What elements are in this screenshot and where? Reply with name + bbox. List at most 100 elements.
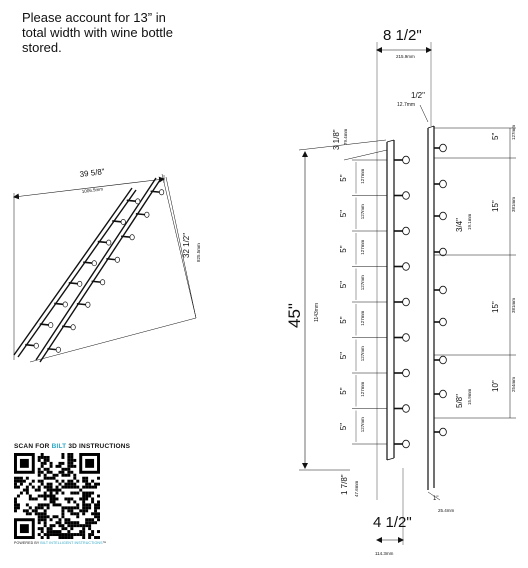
qr-module [67,536,71,539]
qr-module [28,506,32,510]
qr-module [58,530,62,534]
qr-module [49,464,53,468]
qr-module [55,530,59,534]
top-width-mm-label: 215.9mm [396,54,415,59]
qr-module [43,455,47,459]
qr-module [31,509,35,513]
peg-spacing-label: 5" [339,423,348,430]
qr-module [37,515,41,519]
qr-module [70,464,74,468]
qr-module [76,479,80,483]
peg-spacing-label: 5" [339,245,348,252]
qr-module [61,479,65,483]
qr-module [61,536,65,539]
side-peg-head [70,324,76,331]
qr-module [85,482,89,486]
side-peg-head [135,198,141,205]
left-rail-pegs [394,155,410,449]
qr-module [94,515,98,519]
perspective-view: 39 5/8" 1006.5mm 32 1/2" 825.5mm [13,167,201,363]
qr-module [37,503,41,507]
qr-module [52,503,56,507]
side-peg [97,240,108,244]
qr-module [58,518,62,522]
qr-module [49,494,53,498]
qr-module [37,488,41,492]
qr-module [94,536,98,539]
qr-module [94,485,98,489]
qr-module [58,521,62,525]
qr-module [91,491,95,495]
qr-module [85,524,89,528]
right-rail-pegs [434,143,447,437]
qr-module [97,494,100,498]
qr-module [82,500,86,504]
peg-spacing-mm-label: 127mm [360,417,365,432]
qr-module [61,470,65,474]
qr-module [25,491,29,495]
qr-module [37,485,41,489]
side-width-label: 39 5/8" [79,167,105,179]
left-peg-head [402,191,410,200]
peg-spacing-mm-label: 127mm [360,381,365,396]
left-peg-head [402,226,410,236]
qr-module [46,485,50,489]
side-peg [106,257,117,261]
qr-module [49,500,53,504]
qr-finder-core [19,458,29,468]
qr-module [52,500,56,504]
qr-module [16,485,20,489]
qr-module [40,518,44,522]
qr-module [88,518,92,522]
right-peg-head [439,285,447,295]
qr-module [94,509,98,513]
side-peg-head [144,211,150,218]
qr-module [88,491,92,495]
qr-module [34,488,38,492]
qr-module [85,509,89,513]
qr-code[interactable] [14,453,100,539]
qr-module [82,485,86,489]
qr-module [70,482,74,486]
qr-module [52,515,56,519]
qr-module [64,536,68,539]
side-pegs-left-rail [25,198,141,349]
qr-module [55,473,59,477]
right-peg-head [439,317,447,327]
qr-module [61,491,65,495]
qr-module [16,476,20,480]
qr-module [61,485,65,489]
right-top-mm-label: 127mm [511,125,516,140]
qr-module [61,453,65,456]
qr-module [43,512,47,516]
qr-module [97,506,100,510]
qr-module [76,485,80,489]
qr-panel: SCAN FOR BILT 3D INSTRUCTIONS POWERED BY… [14,443,130,545]
qr-module [43,461,47,465]
qr-module [94,482,98,486]
qr-title-prefix: SCAN FOR [14,443,52,450]
qr-module [46,458,50,462]
qr-module [88,485,92,489]
qr-module [40,536,44,539]
qr-module [76,533,80,537]
peg-spacing-mm-label: 127mm [360,239,365,254]
side-width-mm-label: 1006.5mm [82,186,104,194]
five-eighths-label: 5/8" [455,394,464,408]
qr-module [14,506,17,510]
qr-module [49,476,53,480]
qr-module [40,512,44,516]
qr-module [67,467,71,471]
qr-module [37,494,41,498]
qr-module [67,518,71,522]
half-inch-label: 1/2" [411,91,425,100]
qr-module [58,482,62,486]
qr-module [82,530,86,534]
qr-module [67,521,71,525]
qr-module [61,461,65,465]
qr-module [82,491,86,495]
qr-module [49,482,53,486]
qr-module [70,509,74,513]
qr-title-accent: BILT [51,443,67,450]
